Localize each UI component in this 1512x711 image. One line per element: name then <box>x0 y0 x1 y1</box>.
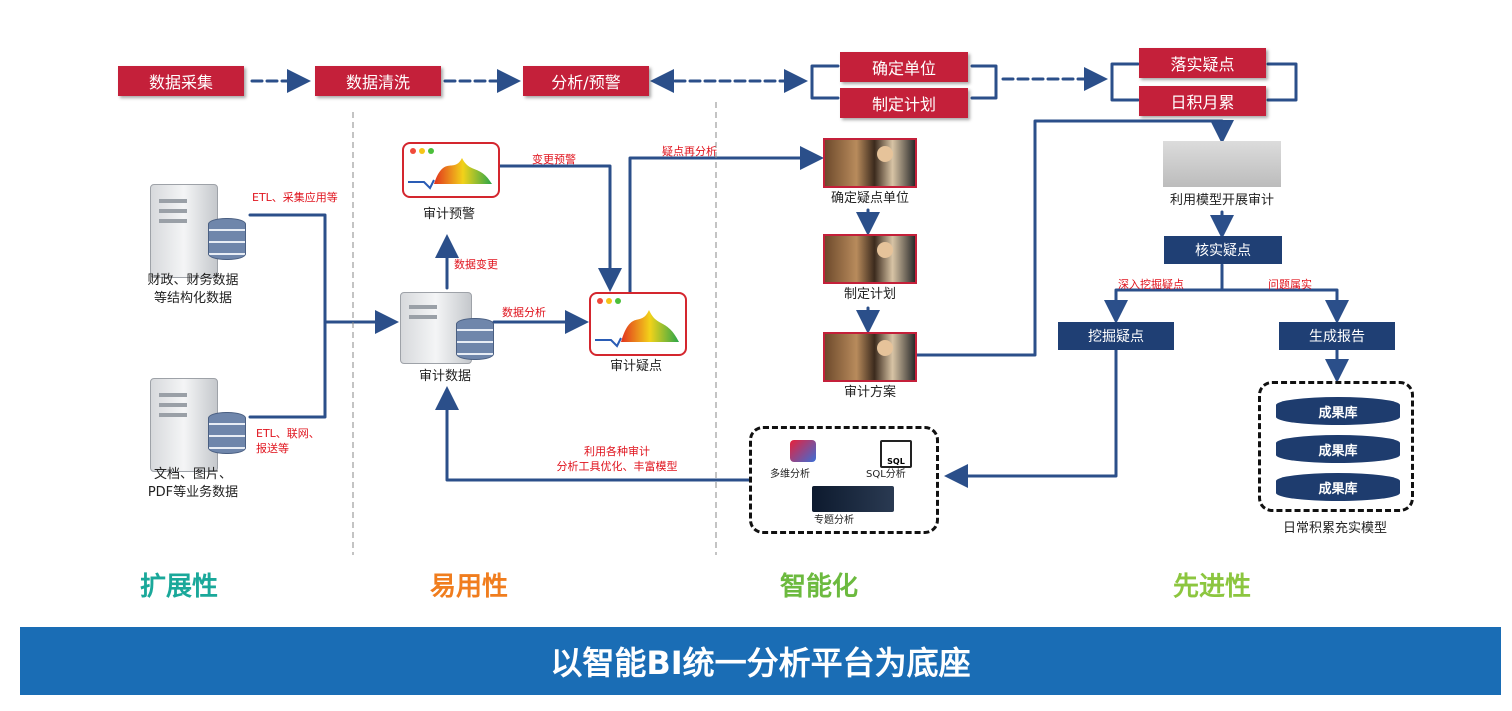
tools-note-label: 利用各种审计 分析工具优化、丰富模型 <box>556 445 678 473</box>
server-icon-docs <box>150 378 218 472</box>
results-caption: 日常积累充实模型 <box>1282 521 1387 536</box>
reanalyze-label: 疑点再分析 <box>662 145 717 158</box>
pillar-intelligence: 智能化 <box>780 572 859 602</box>
data-change-label: 数据变更 <box>454 258 498 271</box>
etl-label-1: ETL、采集应用等 <box>252 191 338 204</box>
server-icon-finance <box>150 184 218 278</box>
arrow-tools-auditdata <box>435 386 752 482</box>
finance-data-label: 财政、财务数据 等结构化数据 <box>147 273 239 306</box>
make-plan-label: 制定计划 <box>843 287 896 302</box>
arrow-split-dig <box>1104 288 1224 324</box>
results-library-1: 成果库 <box>1276 397 1400 425</box>
results-library-box <box>1258 381 1414 512</box>
audit-scheme-label: 审计方案 <box>843 385 896 400</box>
audit-scheme-photo <box>823 332 917 382</box>
line-server1-merge <box>248 213 327 324</box>
issue-true-label: 问题属实 <box>1268 278 1312 291</box>
database-icon-docs <box>208 412 246 454</box>
audit-data-label: 审计数据 <box>418 369 471 384</box>
footer-banner: 以智能BI统一分析平台为底座 <box>20 627 1501 695</box>
step-implement-doubt: 落实疑点 <box>1139 48 1266 78</box>
step-make-plan: 制定计划 <box>840 88 968 118</box>
topic-analysis-label: 专题分析 <box>814 515 854 526</box>
topic-dashboard-icon <box>812 486 894 512</box>
step-confirm-unit: 确定单位 <box>840 52 968 82</box>
bracket-right-implement <box>1266 62 1298 102</box>
arrow-split-report <box>1220 288 1349 324</box>
arrow-doubt-confirm <box>628 146 824 294</box>
data-analysis-label: 数据分析 <box>502 306 546 319</box>
arrow-warning-doubt <box>495 164 622 292</box>
pillar-advancement: 先进性 <box>1173 572 1252 602</box>
analysis-tools-box <box>749 426 939 534</box>
multi-dim-icon <box>790 440 816 462</box>
arrow-scheme-model <box>910 119 1234 357</box>
dig-deep-label: 深入挖掘疑点 <box>1118 278 1184 291</box>
generate-report-box: 生成报告 <box>1279 322 1395 350</box>
sql-file-icon: SQL <box>880 440 912 468</box>
dig-doubt-box: 挖掘疑点 <box>1058 322 1174 350</box>
bracket-right-confirm <box>970 64 998 100</box>
change-warning-label: 变更预警 <box>532 153 576 166</box>
audit-warning-chart-icon <box>402 142 500 198</box>
model-audit-label: 利用模型开展审计 <box>1169 193 1274 208</box>
make-plan-photo <box>823 234 917 284</box>
verify-doubt-box: 核实疑点 <box>1164 236 1282 264</box>
audit-doubt-label: 审计疑点 <box>609 359 662 374</box>
database-icon-finance <box>208 218 246 260</box>
bracket-left-confirm <box>810 64 840 100</box>
step-data-clean: 数据清洗 <box>315 66 441 96</box>
arrow-dig-tools <box>944 348 1118 488</box>
etl-label-2: ETL、联网、 报送等 <box>256 427 320 455</box>
audit-doubt-chart-icon <box>589 292 687 356</box>
pillar-scalability: 扩展性 <box>140 572 219 602</box>
database-icon-audit-data <box>456 318 494 360</box>
confirm-doubt-unit-label: 确定疑点单位 <box>830 191 909 206</box>
line-server2-merge <box>248 320 327 419</box>
audit-warning-label: 审计预警 <box>422 207 475 222</box>
bracket-left-implement <box>1110 62 1140 102</box>
pillar-usability: 易用性 <box>430 572 509 602</box>
results-library-3: 成果库 <box>1276 473 1400 501</box>
sql-analysis-label: SQL分析 <box>866 469 906 480</box>
model-audit-photo <box>1163 141 1281 187</box>
multi-dim-label: 多维分析 <box>770 469 810 480</box>
step-data-collect: 数据采集 <box>118 66 244 96</box>
step-accumulate: 日积月累 <box>1139 86 1266 116</box>
docs-data-label: 文档、图片、 PDF等业务数据 <box>147 467 239 500</box>
step-analyze-warn: 分析/预警 <box>523 66 649 96</box>
confirm-unit-photo <box>823 138 917 188</box>
results-library-2: 成果库 <box>1276 435 1400 463</box>
